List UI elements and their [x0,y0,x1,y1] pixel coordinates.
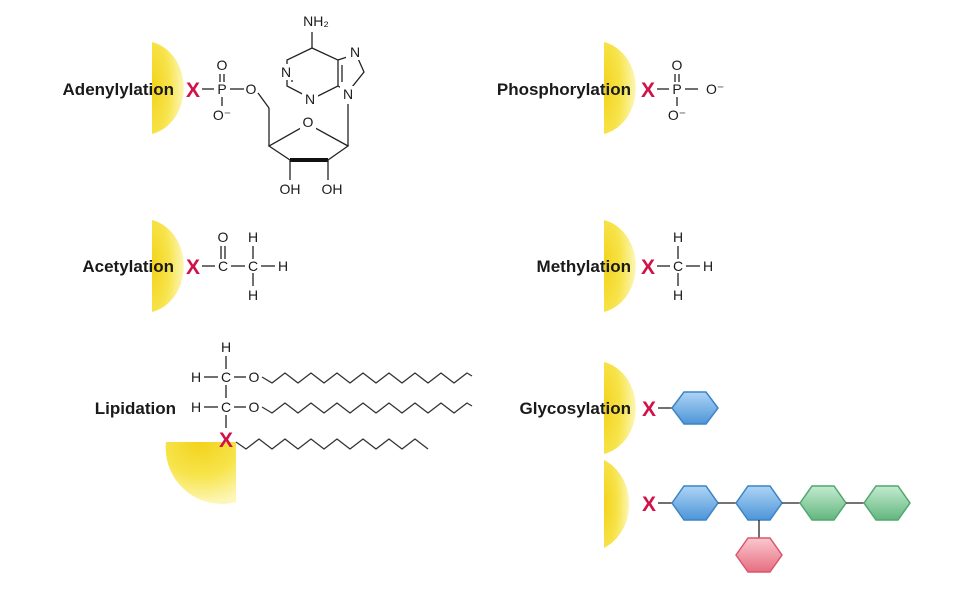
label-glycosylation: Glycosylation [520,399,631,418]
label-acetylation: Acetylation [82,257,174,276]
atom-c: C [248,258,258,274]
sugar-hexagon-pink [735,537,783,573]
label-adenylylation: Adenylylation [63,80,174,99]
protein-surface [604,460,630,548]
x-residue: X [642,493,656,516]
protein-surface [604,362,636,454]
atom-o: O [249,399,260,415]
atom-h: H [191,399,201,415]
protein-surface [604,220,636,312]
hydroxyl-3: OH [322,181,343,197]
atom-h: H [703,258,713,274]
protein-surface [165,442,236,504]
bond [257,92,270,109]
atom-o-minus: O⁻ [706,81,724,97]
sugar-hexagon-blue [735,485,783,521]
lipidation-panel: Lipidation H H C O H C O X [95,339,473,504]
protein-surface [152,42,184,134]
label-methylation: Methylation [537,257,631,276]
x-residue: X [186,79,200,102]
atom-h: H [248,229,258,245]
sugar-hexagon-blue [671,391,719,425]
label-lipidation: Lipidation [95,399,176,418]
atom-o: O [218,229,229,245]
fatty-acid-chain-3 [235,438,429,450]
atom-n: N [343,86,353,102]
atom-n: N [281,64,291,80]
atom-o: O [672,57,683,73]
atom-c: C [221,399,231,415]
atom-p: P [672,81,681,97]
atom-o: O [217,57,228,73]
methylation-panel: Methylation X C H H H [537,220,713,312]
atom-n: N [305,91,315,107]
protein-surface [604,42,636,134]
atom-p: P [217,81,226,97]
ring-oxygen: O [303,114,314,130]
x-residue: X [642,398,656,421]
atom-c: C [218,258,228,274]
atom-c: C [221,369,231,385]
sugar-hexagon-green [863,485,911,521]
atom-h: H [278,258,288,274]
x-residue: X [219,429,233,452]
hydroxyl-2: OH [280,181,301,197]
sugar-hexagon-blue [671,485,719,521]
x-residue: X [641,79,655,102]
sugar-hexagon-green [799,485,847,521]
x-residue: X [186,256,200,279]
atom-h: H [248,287,258,303]
atom-o-minus: O⁻ [668,107,686,123]
fatty-acid-chain-2 [261,402,473,414]
phosphorylation-panel: Phosphorylation X P O O⁻ O⁻ [497,42,724,134]
amino-group: NH₂ [303,13,329,29]
atom-n: N [350,44,360,60]
atom-h: H [191,369,201,385]
atom-h: H [673,287,683,303]
atom-o: O [249,369,260,385]
atom-o: O [246,81,257,97]
fatty-acid-chain-1 [261,372,473,384]
x-residue: X [641,256,655,279]
protein-surface [152,220,184,312]
atom-h: H [673,229,683,245]
glycosylation-panel: Glycosylation X X [520,362,911,573]
adenylylation-panel: Adenylylation X P O O⁻ O O OH OH N N [63,13,365,197]
atom-o-minus: O⁻ [213,107,231,123]
atom-h: H [221,339,231,355]
atom-c: C [673,258,683,274]
label-phosphorylation: Phosphorylation [497,80,631,99]
acetylation-panel: Acetylation X C O C H H H [82,220,288,312]
